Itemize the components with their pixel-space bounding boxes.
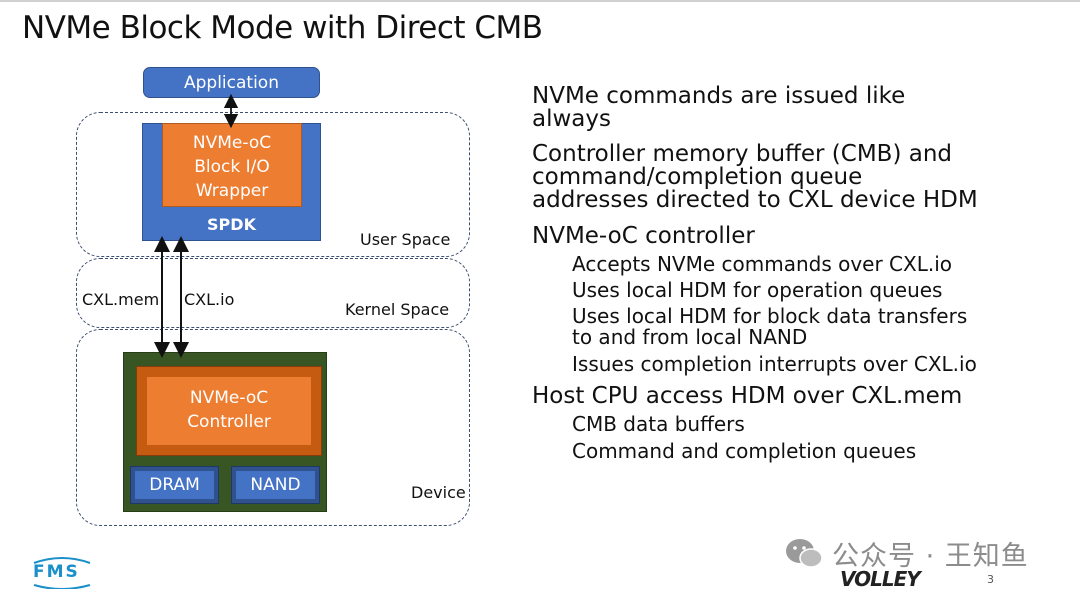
wechat-icon xyxy=(786,539,823,568)
bullet-1-line-1: NVMe commands are issued like xyxy=(532,83,906,109)
wrapper-line-2: Block I/O xyxy=(194,157,270,177)
block-io-wrapper-box: NVMe-oC Block I/O Wrapper xyxy=(162,123,302,207)
controller-line-1: NVMe-oC xyxy=(189,388,269,408)
device-region xyxy=(76,329,470,526)
slide-top-border xyxy=(0,0,1080,2)
bullet-2-line-3: addresses directed to CXL device HDM xyxy=(532,187,978,213)
cxl-mem-label: CXL.mem xyxy=(82,290,160,309)
user-space-label: User Space xyxy=(360,230,451,249)
bullet-3-sub-3-line-2: to and from local NAND xyxy=(572,325,808,349)
wrapper-line-1: NVMe-oC xyxy=(192,133,272,153)
cxl-io-label: CXL.io xyxy=(184,290,235,309)
bullet-3-sub-3-line-1: Uses local HDM for block data transfers xyxy=(572,304,968,328)
bullet-3: NVMe-oC controller xyxy=(532,223,755,249)
nvme-oc-controller-box: NVMe-oC Controller xyxy=(147,377,311,445)
kernel-space-label: Kernel Space xyxy=(345,300,450,319)
application-label: Application xyxy=(184,72,279,93)
fms-logo-icon xyxy=(33,557,91,589)
application-box: Application xyxy=(143,67,320,98)
page-number: 3 xyxy=(987,573,994,586)
kernel-space-region xyxy=(76,258,470,328)
device-label: Device xyxy=(411,483,466,502)
bullet-3-sub-4: Issues completion interrupts over CXL.io xyxy=(572,352,977,376)
bullet-1-line-2: always xyxy=(532,106,611,132)
nand-box: NAND xyxy=(236,471,315,499)
bullet-3-sub-1: Accepts NVMe commands over CXL.io xyxy=(572,252,953,276)
dram-box: DRAM xyxy=(135,471,214,499)
fms-logo-text: FMS xyxy=(33,562,80,582)
controller-line-2: Controller xyxy=(187,412,271,432)
spdk-label: SPDK xyxy=(207,215,256,234)
watermark-text: 公众号 · 王知鱼 xyxy=(832,541,1029,572)
bullet-4: Host CPU access HDM over CXL.mem xyxy=(532,383,963,409)
slide-title: NVMe Block Mode with Direct CMB xyxy=(22,10,543,46)
user-space-region xyxy=(76,112,470,257)
bullet-2-line-1: Controller memory buffer (CMB) and xyxy=(532,141,953,167)
bullet-3-sub-2: Uses local HDM for operation queues xyxy=(572,278,943,302)
bullet-4-sub-1: CMB data buffers xyxy=(572,412,745,436)
bullet-2-line-2: command/completion queue xyxy=(532,164,863,190)
volley-logo: VOLLEY xyxy=(840,567,921,591)
wrapper-line-3: Wrapper xyxy=(195,181,269,201)
nand-label: NAND xyxy=(250,475,301,495)
dram-label: DRAM xyxy=(149,475,200,495)
bullet-4-sub-2: Command and completion queues xyxy=(572,439,917,463)
